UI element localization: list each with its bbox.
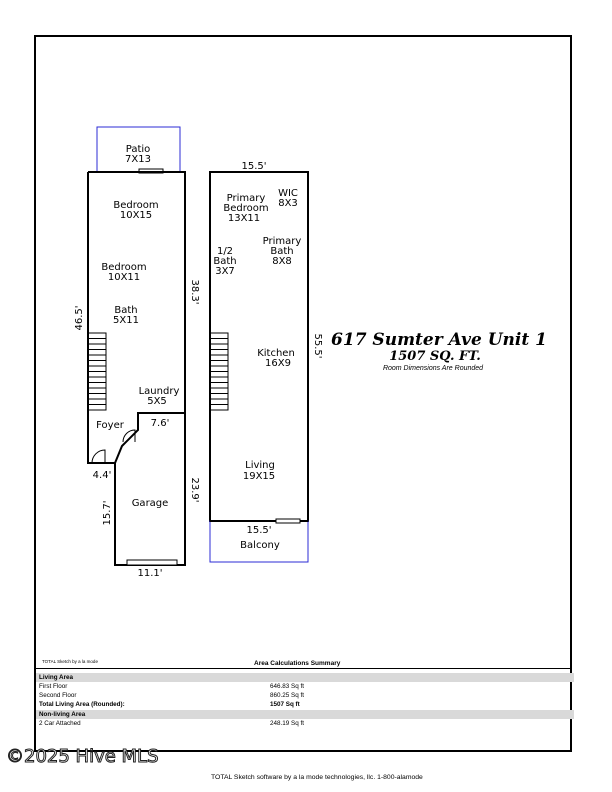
- room-label: Bath: [270, 246, 293, 257]
- dimension-label: 46.5': [74, 305, 85, 330]
- dimension-label: 55.5': [312, 333, 323, 358]
- room-size: 7X13: [125, 154, 151, 165]
- watermark: ©2025 Hive MLS: [6, 746, 159, 768]
- sketch-note: TOTAL Sketch by a la mode: [42, 659, 98, 664]
- room-label: WIC: [278, 188, 298, 199]
- room-size: 5X5: [147, 396, 167, 407]
- dimension-label: 15.7': [102, 500, 113, 525]
- room-size: 8X3: [278, 198, 298, 209]
- nonliving-area-header: Non-living Area: [39, 711, 86, 718]
- dimension-label: 7.6': [151, 418, 170, 429]
- first-floor-stairs: [87, 332, 107, 411]
- room-label: Primary: [227, 193, 266, 204]
- living-area-header: Living Area: [39, 674, 74, 681]
- dimension-label: 23.9': [189, 477, 200, 502]
- entry-door: [91, 449, 106, 464]
- room-label: 1/2: [217, 246, 233, 257]
- room-label: Laundry: [139, 386, 180, 397]
- page-frame: [34, 35, 572, 752]
- room-size: 10X15: [120, 210, 152, 221]
- row-label: Total Living Area (Rounded):: [39, 701, 125, 708]
- row-label: 2 Car Attached: [39, 720, 81, 727]
- room-label: Bath: [213, 256, 236, 267]
- row-label: First Floor: [39, 683, 68, 690]
- dimension-label: 38.3': [189, 279, 200, 304]
- garage-door: [126, 559, 178, 566]
- table-row: Total Living Area (Rounded): 1507 Sq ft: [36, 700, 574, 709]
- summary-header-row: Living Area: [36, 673, 574, 682]
- table-row: First Floor 646.83 Sq ft: [36, 682, 574, 691]
- room-label: Kitchen: [257, 348, 295, 359]
- room-size: 13X11: [228, 213, 260, 224]
- first-floor-plan: [87, 126, 186, 566]
- room-size: 10X11: [108, 272, 140, 283]
- property-address: 617 Sumter Ave Unit 1: [331, 330, 547, 350]
- room-label: Primary: [263, 236, 302, 247]
- row-value: 646.83 Sq ft: [270, 683, 304, 690]
- summary-divider: [34, 668, 572, 669]
- garage-outline: [114, 413, 186, 566]
- property-total-sqft: 1507 SQ. FT.: [389, 349, 481, 364]
- room-label: Bath: [114, 305, 137, 316]
- footer-text: TOTAL Sketch software by a la mode techn…: [211, 774, 423, 781]
- room-label: Foyer: [96, 420, 125, 431]
- dimension-label: 15.5': [246, 525, 271, 536]
- room-label: Bedroom: [113, 200, 158, 211]
- room-label: Bedroom: [101, 262, 146, 273]
- row-label: Second Floor: [39, 692, 77, 699]
- room-size: 16X9: [265, 358, 291, 369]
- room-size: 19X15: [243, 471, 275, 482]
- row-value: 860.25 Sq ft: [270, 692, 304, 699]
- room-label: Balcony: [240, 540, 280, 551]
- room-size: 8X8: [272, 256, 292, 267]
- second-floor-plan: [209, 171, 309, 563]
- summary-header-row: Non-living Area: [36, 710, 574, 719]
- room-label: Garage: [132, 498, 169, 509]
- dimensions-note: Room Dimensions Are Rounded: [383, 365, 484, 372]
- dimension-label: 11.1': [137, 568, 162, 579]
- row-value: 248.19 Sq ft: [270, 720, 304, 727]
- room-label: Bedroom: [223, 203, 268, 214]
- foyer-door: [122, 429, 136, 443]
- room-label: Living: [245, 460, 275, 471]
- dimension-label: 4.4': [93, 470, 112, 481]
- table-row: Second Floor 860.25 Sq ft: [36, 691, 574, 700]
- room-size: 3X7: [215, 266, 235, 277]
- room-size: 5X11: [113, 315, 139, 326]
- second-floor-stairs: [209, 332, 229, 411]
- summary-title: Area Calculations Summary: [254, 660, 341, 667]
- row-value: 1507 Sq ft: [270, 701, 300, 708]
- table-row: 2 Car Attached 248.19 Sq ft: [36, 719, 574, 728]
- dimension-label: 15.5': [241, 161, 266, 172]
- room-label: Patio: [126, 144, 151, 155]
- balcony-door: [275, 518, 301, 524]
